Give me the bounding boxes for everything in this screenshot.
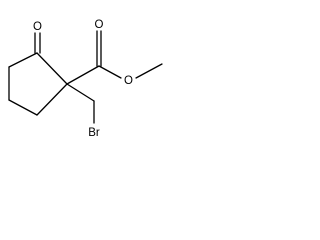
bromine-label: Br (88, 127, 100, 139)
carbonyl-oxygen-label: O (95, 19, 104, 31)
molecule-structure: O O O Br (8, 19, 163, 139)
ester-oxygen-label: O (124, 75, 133, 87)
ring-bonds (8, 52, 68, 116)
ester-bonds (66, 30, 163, 85)
bond-c1-ch2 (66, 83, 95, 102)
ketone-double-bond (34, 32, 41, 54)
bond-c1-c2 (36, 52, 68, 85)
bond-c5-c1 (36, 83, 68, 116)
bond-oester-methyl (135, 63, 163, 79)
bond-c4-c5 (8, 99, 38, 116)
bond-cco-oester (98, 65, 122, 79)
bond-c2-c3 (8, 52, 38, 68)
ketone-oxygen-label: O (33, 21, 42, 33)
bromomethyl-bonds (66, 83, 95, 124)
bond-c1-ccarbonyl (66, 65, 100, 85)
